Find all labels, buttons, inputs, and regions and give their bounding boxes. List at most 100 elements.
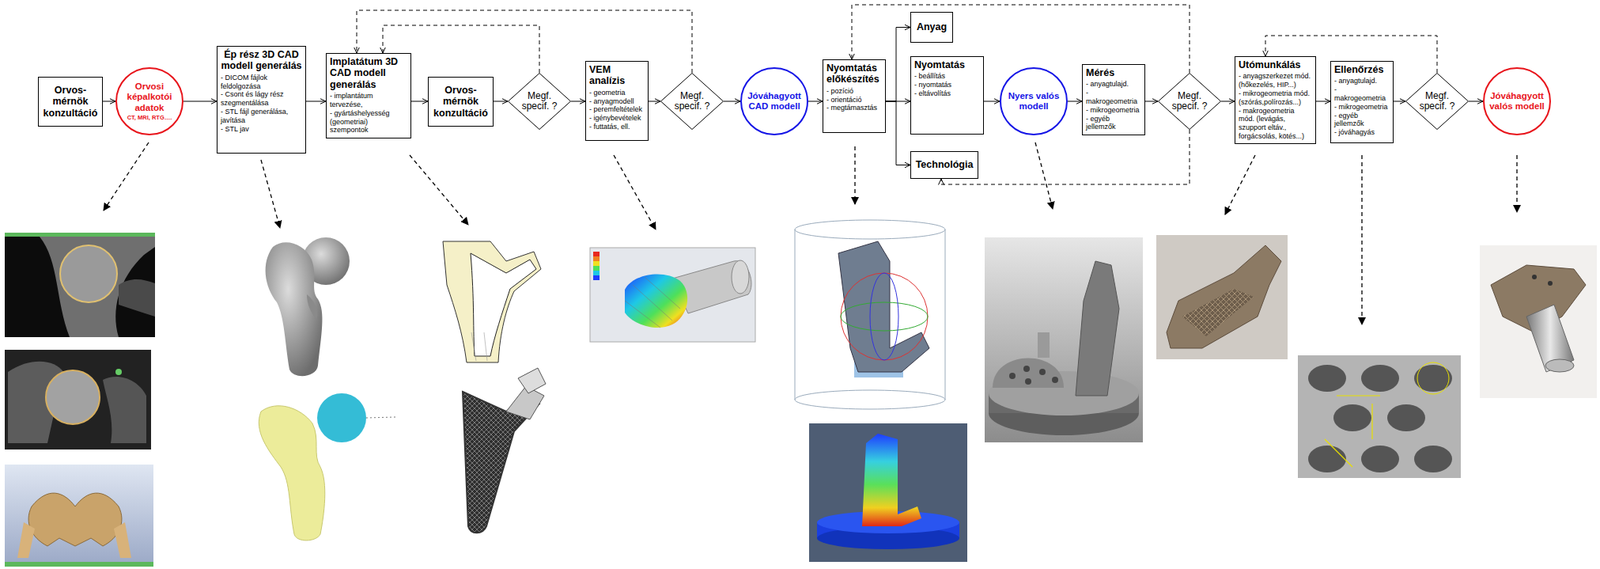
microscope-image-part: [1333, 404, 1372, 432]
bullet-text: - Csont és lágy rész szegmentálása: [220, 90, 303, 108]
bullet-text: - STL jav: [220, 124, 303, 134]
flow-connector: [885, 27, 911, 103]
box-heading: Nyomtatás: [914, 59, 980, 71]
flow-connector: [1067, 101, 1082, 103]
feedback-connector: [941, 129, 1190, 185]
microscope-image-part: [1387, 404, 1426, 432]
flow-connector: [885, 101, 911, 166]
text-group: Jóváhagyott valós modell: [1488, 90, 1546, 112]
state-circle: Nyers valós modell: [999, 67, 1068, 136]
3d-pelvis-image-part: [113, 521, 132, 558]
bullet-text: - beállítás: [914, 71, 980, 81]
microscope-image: [1297, 355, 1461, 478]
box-heading: Ép rész 3D CAD modell generálás: [220, 49, 303, 72]
print-preparation-view-part: [794, 389, 946, 409]
ct-scan-image-part: [118, 279, 156, 317]
flow-connector: [1393, 101, 1406, 103]
fea-result-image-part: [593, 256, 600, 261]
flow-connector: [1316, 101, 1331, 103]
implant-section-drawing: [442, 241, 541, 363]
femur-with-sphere-part: [258, 405, 325, 541]
bullet-text: - anyagtulajd.: [1085, 79, 1142, 89]
box-heading: Orvos-mérnök konzultáció: [431, 84, 491, 119]
raw-print-photo-part: [1075, 260, 1120, 396]
bullet-text: - jóváhagyás: [1334, 128, 1390, 137]
box-heading: Nyomtatás előkészítés: [826, 62, 882, 86]
flow-connector: [493, 101, 508, 103]
femur-with-sphere-part: [317, 393, 367, 443]
post-processing-photo-part: [1182, 288, 1254, 337]
ct-scan-image: [4, 232, 156, 337]
text-group: Technológia: [915, 158, 974, 171]
fea-result-image-part: [593, 275, 600, 280]
decision-label: Megf. specif. ?: [673, 90, 712, 112]
diamond-shape: [661, 73, 724, 130]
fea-result-image-part: [593, 270, 600, 276]
femur-with-sphere-part: [366, 416, 396, 418]
post-processing-photo: [1156, 234, 1288, 360]
final-implant-photo: [1479, 245, 1597, 398]
bullet-text: - igénybevételek: [589, 113, 645, 123]
decision-label: Megf. specif. ?: [1418, 90, 1457, 112]
fea-result-image-part: [593, 251, 600, 257]
text-group: Orvos-mérnök konzultáció: [431, 84, 491, 119]
ct-scan-image-part: [4, 232, 156, 337]
raw-print-photo-part: [1009, 372, 1016, 379]
text-group: Utómunkálás- anyagszerkezet mód. (hőkeze…: [1238, 59, 1313, 141]
leader-arrows-part: [1035, 142, 1053, 209]
text-group: Megf. specif. ?: [1170, 90, 1209, 112]
raw-print-photo-part: [1051, 376, 1059, 383]
post-processing-photo-part: [1166, 245, 1282, 348]
flow-connector: [183, 101, 217, 103]
microscope-image-part: [1417, 362, 1449, 394]
process-box: Nyomtatás előkészítés- pozíció- orientác…: [822, 59, 886, 133]
leader-arrows-part: [1225, 155, 1256, 215]
diamond-shape: [1406, 73, 1469, 130]
bullet-text: - eltávolítás: [914, 89, 980, 99]
bullet-text: - egyéb jellemzők: [1334, 111, 1390, 129]
print-preparation-view: [794, 219, 946, 409]
print-preparation-view-part: [840, 272, 928, 360]
bullet-text: - gyártáshelyesség (geometriai) szempont…: [329, 109, 408, 135]
ct-scan-image-part: [39, 236, 156, 337]
leader-arrows-part: [1516, 155, 1517, 212]
box-heading: Technológia: [915, 158, 974, 171]
state-circle: Jóváhagyott valós modell: [1482, 67, 1551, 136]
box-heading: Implatátum 3D CAD modell generálás: [329, 56, 408, 91]
raw-print-photo: [984, 237, 1143, 443]
bullet-text: - pozíció: [826, 86, 882, 96]
support-fea-image: [809, 423, 968, 562]
box-heading: Utómunkálás: [1238, 59, 1313, 71]
process-box: Orvos-mérnök konzultáció: [427, 76, 494, 127]
bullet-text: - egyéb jellemzők: [1085, 114, 1142, 133]
decision-label: Megf. specif. ?: [520, 90, 559, 112]
process-box: Ép rész 3D CAD modell generálás- DICOM f…: [216, 45, 307, 154]
leader-arrows-part: [260, 159, 280, 228]
raw-print-photo-part: [1025, 378, 1032, 385]
3d-pelvis-image-part: [4, 561, 154, 567]
microscope-image-part: [1297, 355, 1461, 478]
process-box: Orvos-mérnök konzultáció: [37, 76, 103, 127]
fea-result-image-part: [593, 260, 600, 266]
femur-with-sphere: [258, 393, 396, 541]
implant-3d-model: [462, 367, 546, 533]
raw-print-photo-part: [1039, 368, 1046, 375]
3d-pelvis-image-part: [4, 464, 154, 567]
fea-result-image-part: [624, 274, 688, 328]
diamond-shape: [508, 73, 572, 130]
ct-scan-image-part: [4, 232, 156, 237]
ct-scan-image-part: [60, 245, 118, 303]
ct-scan-image-part: [102, 376, 147, 443]
text-group: Megf. specif. ?: [1418, 90, 1457, 112]
microscope-image-part: [1308, 445, 1347, 473]
bullet-text: - mikrogeometria mód. (szórás,polírozás.…: [1238, 89, 1313, 107]
bullet-text: - mikrogeometria: [1334, 102, 1390, 112]
flow-connector: [648, 101, 661, 103]
text-group: Nyomtatás- beállítás- nyomtatás- eltávol…: [914, 59, 980, 99]
text-group: Ép rész 3D CAD modell generálás- DICOM f…: [220, 49, 303, 133]
state-circle: Orvosi képalkotói adatokCT, MRI, RTG….: [115, 67, 184, 136]
text-group: VEM analízis- geometria- anyagmodell- pe…: [589, 64, 645, 132]
femur-3d-model-part: [306, 294, 318, 320]
3d-pelvis-image-part: [17, 521, 35, 558]
print-preparation-view-part: [945, 229, 946, 400]
